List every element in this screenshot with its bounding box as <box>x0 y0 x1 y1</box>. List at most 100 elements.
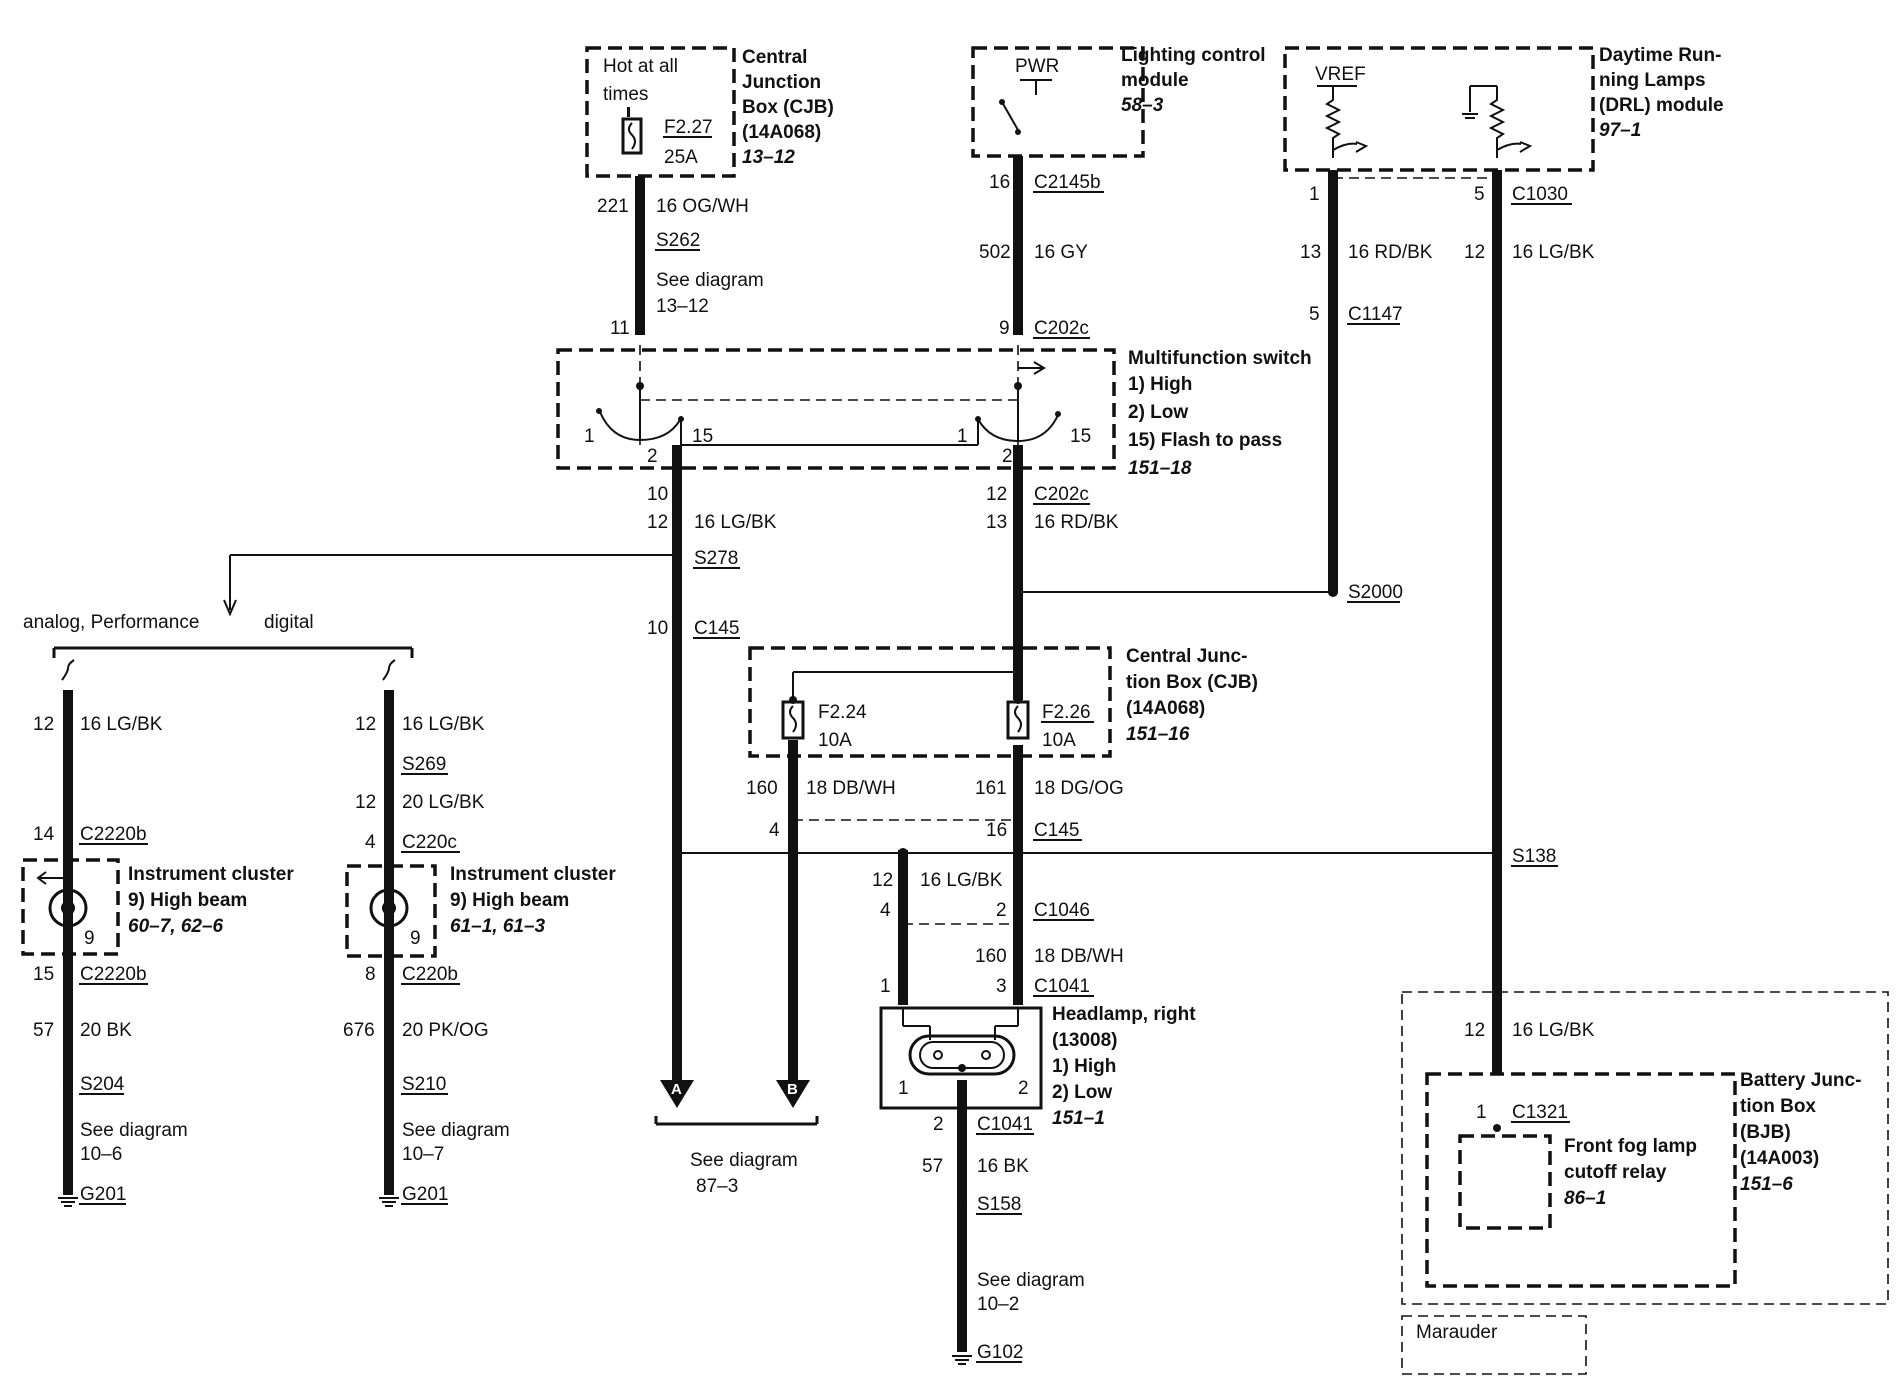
svg-text:2: 2 <box>996 900 1007 921</box>
svg-text:13–12: 13–12 <box>742 147 795 168</box>
svg-text:12: 12 <box>33 714 54 735</box>
svg-text:G201: G201 <box>402 1184 448 1205</box>
svg-text:module: module <box>1121 70 1189 91</box>
splice-dots <box>63 235 1502 1208</box>
svg-text:13: 13 <box>1300 242 1321 263</box>
cjb-top-block: Hot at all times F2.27 25A Central Junct… <box>585 46 834 178</box>
cjb-mid-block: F2.24 10A F2.26 10A Central Junc- tion B… <box>746 646 1558 867</box>
splice-lines <box>229 177 1497 925</box>
svg-text:13–12: 13–12 <box>656 296 709 317</box>
svg-text:1: 1 <box>880 976 891 997</box>
svg-text:Multifunction switch: Multifunction switch <box>1128 348 1312 369</box>
svg-text:analog, Performance: analog, Performance <box>23 612 199 633</box>
svg-text:Instrument cluster: Instrument cluster <box>128 864 294 885</box>
svg-text:18 DG/OG: 18 DG/OG <box>1034 778 1124 799</box>
svg-text:See diagram: See diagram <box>977 1270 1085 1291</box>
svg-text:C220c: C220c <box>402 832 457 853</box>
connectors-a-b: A B See diagram 87–3 <box>654 1080 819 1197</box>
svg-text:S158: S158 <box>977 1194 1021 1215</box>
headlamp-right: 12 16 LG/BK 4 2 C1046 160 18 DB/WH 1 3 C… <box>872 870 1196 1365</box>
fuse-f227-icon <box>621 117 643 155</box>
svg-text:16 LG/BK: 16 LG/BK <box>1512 242 1595 263</box>
svg-text:160: 160 <box>975 946 1007 967</box>
svg-text:(DRL) module: (DRL) module <box>1599 95 1724 116</box>
svg-text:times: times <box>603 84 648 105</box>
svg-text:Battery Junc-: Battery Junc- <box>1740 1070 1861 1091</box>
svg-text:151–16: 151–16 <box>1126 724 1190 745</box>
arrow-left-icon <box>36 871 47 885</box>
svg-text:G201: G201 <box>80 1184 126 1205</box>
svg-text:16: 16 <box>986 820 1007 841</box>
svg-text:25A: 25A <box>664 147 698 168</box>
svg-text:(BJB): (BJB) <box>1740 1122 1791 1143</box>
svg-text:(13008): (13008) <box>1052 1030 1118 1051</box>
svg-text:161: 161 <box>975 778 1007 799</box>
svg-text:S138: S138 <box>1512 846 1556 867</box>
svg-text:C220b: C220b <box>402 964 458 985</box>
svg-text:87–3: 87–3 <box>696 1176 738 1197</box>
svg-text:2: 2 <box>647 446 658 467</box>
svg-text:C1147: C1147 <box>1348 304 1403 325</box>
svg-text:15: 15 <box>1070 426 1091 447</box>
svg-text:16: 16 <box>989 172 1010 193</box>
svg-text:cutoff relay: cutoff relay <box>1564 1162 1667 1183</box>
svg-text:61–1, 61–3: 61–1, 61–3 <box>450 916 546 937</box>
lamp-icon <box>48 888 88 928</box>
svg-text:97–1: 97–1 <box>1599 120 1641 141</box>
svg-text:58–3: 58–3 <box>1121 95 1164 116</box>
svg-text:C1041: C1041 <box>977 1114 1033 1135</box>
svg-text:221: 221 <box>597 196 629 217</box>
svg-text:PWR: PWR <box>1015 56 1059 77</box>
svg-text:8: 8 <box>365 964 376 985</box>
svg-text:12: 12 <box>1464 242 1485 263</box>
svg-text:12: 12 <box>647 512 668 533</box>
lamp-icon <box>369 888 409 928</box>
svg-text:G102: G102 <box>977 1342 1023 1363</box>
svg-text:C1030: C1030 <box>1512 184 1568 205</box>
svg-text:C1046: C1046 <box>1034 900 1090 921</box>
svg-text:C1041: C1041 <box>1034 976 1090 997</box>
arrow-right-icon <box>1033 361 1046 375</box>
svg-text:S262: S262 <box>656 230 700 251</box>
svg-text:12: 12 <box>355 714 376 735</box>
svg-text:Central Junc-: Central Junc- <box>1126 646 1247 667</box>
svg-text:Box (CJB): Box (CJB) <box>742 97 834 118</box>
svg-text:Hot at all: Hot at all <box>603 56 678 77</box>
svg-text:A: A <box>671 1081 682 1098</box>
svg-text:16 LG/BK: 16 LG/BK <box>80 714 163 735</box>
resistor-icon <box>1324 86 1342 158</box>
svg-text:13: 13 <box>986 512 1007 533</box>
svg-text:See diagram: See diagram <box>80 1120 188 1141</box>
svg-text:(14A068): (14A068) <box>742 122 821 143</box>
svg-text:16 GY: 16 GY <box>1034 242 1088 263</box>
svg-text:1: 1 <box>957 426 968 447</box>
svg-text:9: 9 <box>410 928 421 949</box>
svg-text:S204: S204 <box>80 1074 125 1095</box>
svg-text:2: 2 <box>1002 446 1013 467</box>
svg-text:(14A003): (14A003) <box>1740 1148 1819 1169</box>
svg-text:B: B <box>787 1081 798 1098</box>
svg-text:16 RD/BK: 16 RD/BK <box>1348 242 1433 263</box>
svg-text:14: 14 <box>33 824 55 845</box>
svg-text:9) High beam: 9) High beam <box>128 890 247 911</box>
svg-text:Daytime Run-: Daytime Run- <box>1599 45 1721 66</box>
svg-text:1: 1 <box>898 1078 909 1099</box>
svg-text:2: 2 <box>1018 1078 1029 1099</box>
svg-text:15: 15 <box>692 426 713 447</box>
connector-a-icon <box>660 1080 694 1108</box>
multifunction-switch: 1 2 15 1 2 15 Multifunction switch 1) Hi… <box>556 348 1312 479</box>
svg-text:12: 12 <box>986 484 1007 505</box>
svg-text:Marauder: Marauder <box>1416 1322 1498 1343</box>
below-switch-labels: 10 12 C202c 12 16 LG/BK 13 16 RD/BK S278… <box>647 484 1119 639</box>
svg-text:12: 12 <box>355 792 376 813</box>
svg-text:15: 15 <box>33 964 54 985</box>
svg-text:676: 676 <box>343 1020 375 1041</box>
svg-text:S210: S210 <box>402 1074 446 1095</box>
svg-text:F2.27: F2.27 <box>664 117 713 138</box>
svg-text:1) High: 1) High <box>1052 1056 1116 1077</box>
svg-text:20 PK/OG: 20 PK/OG <box>402 1020 489 1041</box>
svg-text:57: 57 <box>922 1156 943 1177</box>
svg-text:See diagram: See diagram <box>656 270 764 291</box>
svg-text:5: 5 <box>1474 184 1485 205</box>
svg-text:(14A068): (14A068) <box>1126 698 1205 719</box>
